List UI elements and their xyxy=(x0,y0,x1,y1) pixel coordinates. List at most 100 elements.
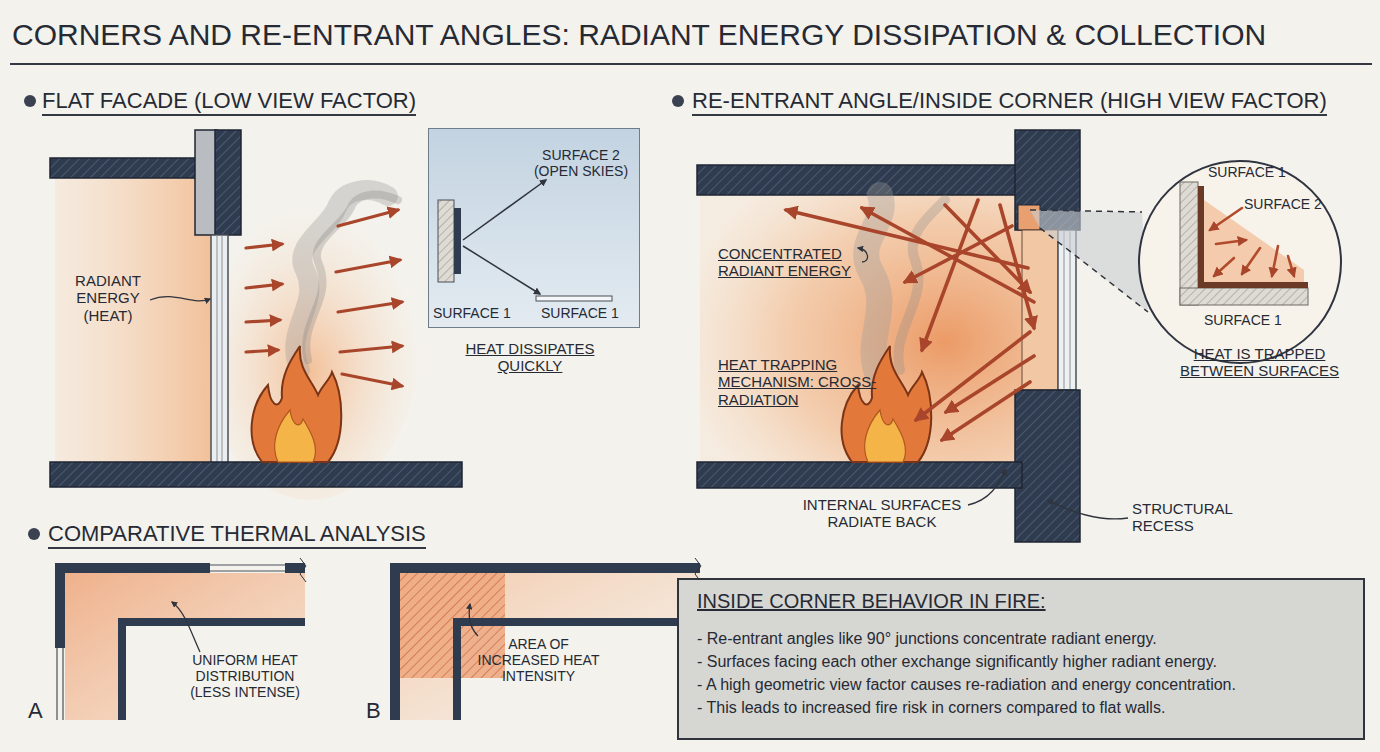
re-entrant-drawing-part xyxy=(968,470,1006,505)
plan-b xyxy=(390,558,701,720)
re-entrant-drawing-part xyxy=(1064,230,1065,390)
surface-label: SURFACE 1 xyxy=(1208,164,1286,180)
corner-closeup-part xyxy=(1198,282,1308,288)
re-entrant-drawing-part-part xyxy=(922,200,978,350)
re-entrant-drawing-part xyxy=(697,462,1022,488)
flat-facade-drawing-part xyxy=(252,346,342,462)
plan-a-part xyxy=(210,564,285,565)
callout-label: INTERNAL SURFACES RADIATE BACK xyxy=(788,496,976,531)
note-heading: INSIDE CORNER BEHAVIOR IN FIRE: xyxy=(697,590,1046,613)
callout-label: UNIFORM HEAT DISTRIBUTION (LESS INTENSE) xyxy=(180,652,310,700)
callout-label: HEAT DISSIPATES QUICKLY xyxy=(452,340,608,375)
callout-label: CONCENTRATED RADIANT ENERGY xyxy=(718,245,868,280)
re-entrant-drawing-part xyxy=(866,195,882,380)
flat-facade-drawing-part xyxy=(306,195,398,360)
surface-label: SURFACE 1 xyxy=(541,305,619,321)
flat-facade-drawing-part-part xyxy=(336,260,400,272)
re-entrant-drawing xyxy=(697,130,1148,542)
flat-facade-drawing-part-part xyxy=(246,350,278,352)
plan-b-part xyxy=(453,618,700,626)
callout-label: HEAT IS TRAPPED BETWEEN SURFACES xyxy=(1172,345,1347,380)
flat-facade-drawing-part xyxy=(222,235,223,463)
flat-facade-drawing-part-part xyxy=(338,302,402,312)
inset-sketch-part xyxy=(454,208,461,274)
inset-sketch-part xyxy=(438,200,454,282)
re-entrant-drawing-part-part xyxy=(905,226,1012,282)
note-item: - Re-entrant angles like 90° junctions c… xyxy=(697,630,1157,648)
flat-facade-drawing-part xyxy=(211,235,228,463)
re-entrant-drawing-part xyxy=(700,195,1040,462)
corner-closeup-part xyxy=(1204,200,1304,282)
title-rule xyxy=(10,63,1372,65)
re-entrant-drawing-part xyxy=(842,346,932,462)
callout-label: RADIANT ENERGY (HEAT) xyxy=(66,272,150,324)
plan-a-part xyxy=(300,558,306,582)
flat-facade-drawing-part xyxy=(215,130,241,235)
plan-b-part xyxy=(469,604,478,636)
corner-closeup-part-part xyxy=(1242,248,1260,274)
re-entrant-drawing-part xyxy=(1058,230,1076,390)
note-item: - A high geometric view factor causes re… xyxy=(697,676,1236,694)
surface-label: SURFACE 2 xyxy=(1244,196,1322,212)
plan-b-part xyxy=(400,573,700,720)
corner-closeup-part xyxy=(1210,208,1294,276)
note-item: - Surfaces facing each other exchange si… xyxy=(697,653,1217,671)
surface-label: SURFACE 1 xyxy=(433,305,511,321)
re-entrant-drawing-part xyxy=(786,200,1034,440)
flat-facade-drawing-part-part xyxy=(340,346,402,352)
section-heading: FLAT FACADE (LOW VIEW FACTOR) xyxy=(42,88,416,116)
re-entrant-drawing-part-part xyxy=(945,205,1030,292)
corner-closeup-part-part xyxy=(1288,256,1294,276)
plan-a-part xyxy=(55,563,65,648)
re-entrant-drawing-part-part xyxy=(862,208,1034,302)
section-bullet xyxy=(672,95,684,107)
re-entrant-drawing-part-part xyxy=(942,382,1030,440)
flat-facade-drawing-part xyxy=(217,235,218,463)
corner-closeup-part xyxy=(1180,182,1198,305)
note-box: INSIDE CORNER BEHAVIOR IN FIRE: - Re-entr… xyxy=(677,578,1365,740)
section-bullet xyxy=(28,528,40,540)
inset-sketch-part xyxy=(536,296,612,301)
plan-a-part xyxy=(62,648,63,720)
inset-panel: SURFACE 2 (OPEN SKIES)SURFACE 1SURFACE 1 xyxy=(428,128,640,328)
flat-facade-drawing-part-part xyxy=(338,210,398,226)
corner-closeup-part-part xyxy=(1214,258,1234,276)
plan-b-part xyxy=(390,563,400,720)
panel-letter: B xyxy=(366,698,381,723)
re-entrant-drawing-part xyxy=(1040,228,1148,312)
flat-facade-drawing-part-part xyxy=(246,284,282,288)
plan-b-part xyxy=(453,618,461,720)
re-entrant-drawing-part xyxy=(858,248,868,262)
panel-letter: A xyxy=(28,698,43,723)
flat-facade-drawing-part xyxy=(50,462,462,487)
plan-a-part xyxy=(56,648,57,720)
flat-facade-drawing xyxy=(50,130,462,500)
re-entrant-drawing-part-part xyxy=(946,356,1034,412)
flat-facade-drawing-part xyxy=(55,178,213,462)
surface-label: SURFACE 1 xyxy=(1204,312,1282,328)
re-entrant-drawing-part xyxy=(1070,230,1071,390)
callout-label: AREA OF INCREASED HEAT INTENSITY xyxy=(466,636,611,684)
flat-facade-drawing-part-part xyxy=(246,244,282,248)
plan-a-part xyxy=(55,563,210,573)
corner-closeup-part-part xyxy=(1210,208,1242,230)
plan-a-part xyxy=(210,570,285,571)
re-entrant-drawing-part xyxy=(898,200,945,370)
re-entrant-drawing-part-part xyxy=(916,332,1030,420)
re-entrant-drawing-part xyxy=(1048,500,1128,519)
inset-sketch-part xyxy=(463,246,540,294)
re-entrant-drawing-part xyxy=(697,165,1022,195)
re-entrant-drawing-part xyxy=(1030,210,1148,312)
flat-facade-drawing-part xyxy=(50,158,210,178)
corner-closeup-part-part xyxy=(1272,246,1278,276)
plan-a-part xyxy=(118,618,126,720)
plan-a-part xyxy=(118,618,305,626)
re-entrant-drawing-part xyxy=(1015,390,1080,542)
corner-closeup-part-part xyxy=(1216,240,1246,244)
flat-facade-drawing-part-part xyxy=(246,320,280,322)
plan-a-part xyxy=(172,602,200,652)
section-bullet xyxy=(24,95,36,107)
flat-facade-drawing-part xyxy=(150,297,210,301)
flat-facade-drawing-part-part xyxy=(342,374,402,386)
